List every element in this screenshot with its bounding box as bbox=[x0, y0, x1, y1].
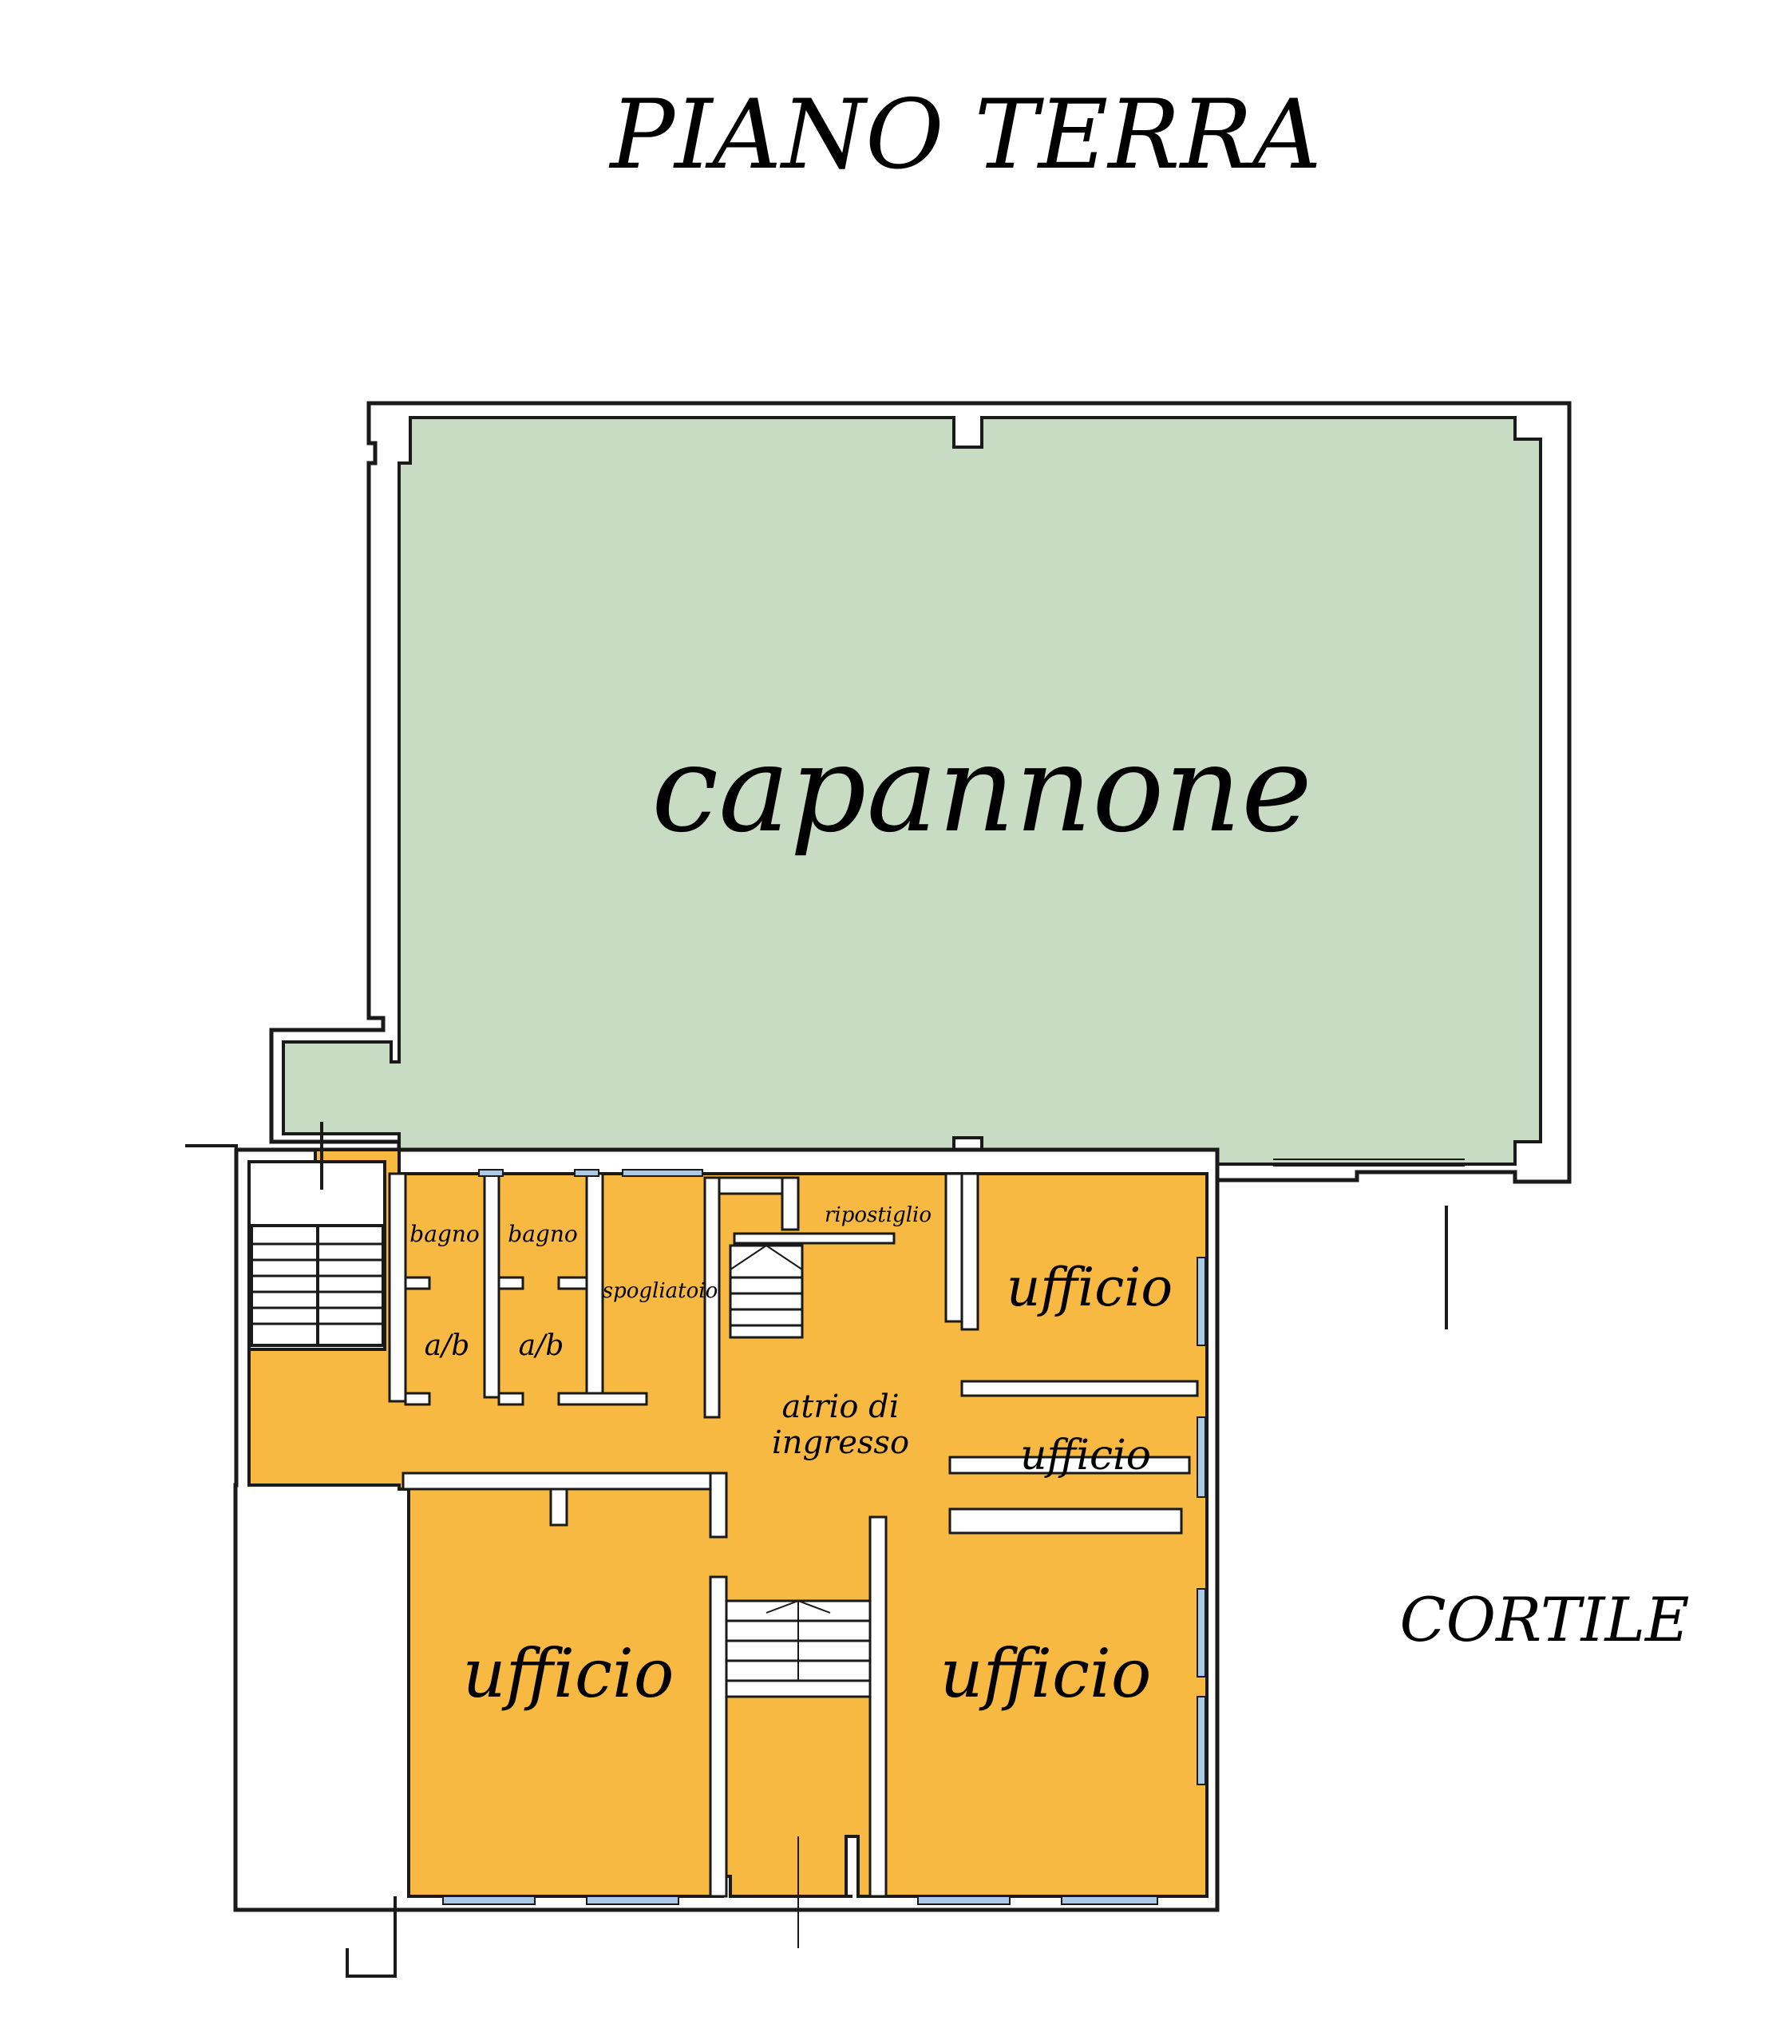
room-label-bagno-1: bagno bbox=[409, 1221, 479, 1247]
windows bbox=[442, 1169, 1206, 1905]
room-label-spogliatoio: spogliatoio bbox=[603, 1279, 718, 1303]
stairs-central-bottom bbox=[725, 1599, 872, 1698]
room-label-atrio-line2: ingresso bbox=[772, 1424, 909, 1461]
outside-label-cortile: CORTILE bbox=[1399, 1584, 1689, 1655]
warehouse-floor bbox=[282, 416, 1542, 1166]
room-label-ufficio-top-right: ufficio bbox=[1007, 1257, 1173, 1318]
room-label-ripostiglio: ripostiglio bbox=[825, 1203, 932, 1227]
room-label-ufficio-bottom-right: ufficio bbox=[940, 1634, 1152, 1713]
room-label-capannone: capannone bbox=[651, 720, 1312, 859]
room-label-ab-2: a/b bbox=[519, 1329, 564, 1362]
exterior-left-wall bbox=[185, 1144, 238, 1485]
exterior-bottom-left bbox=[346, 1896, 397, 1978]
stairs-left bbox=[250, 1224, 385, 1347]
room-label-ufficio-middle-right: ufficio bbox=[1020, 1432, 1151, 1480]
room-label-bagno-2: bagno bbox=[508, 1221, 577, 1247]
stairs-central-top bbox=[729, 1244, 804, 1339]
room-label-atrio-line1: atrio di bbox=[781, 1388, 899, 1425]
room-label-ufficio-bottom-left: ufficio bbox=[463, 1634, 674, 1713]
internal-walls bbox=[388, 1172, 1199, 1898]
room-label-ab-1: a/b bbox=[425, 1329, 470, 1362]
plan-title: PIANO TERRA bbox=[608, 80, 1321, 191]
